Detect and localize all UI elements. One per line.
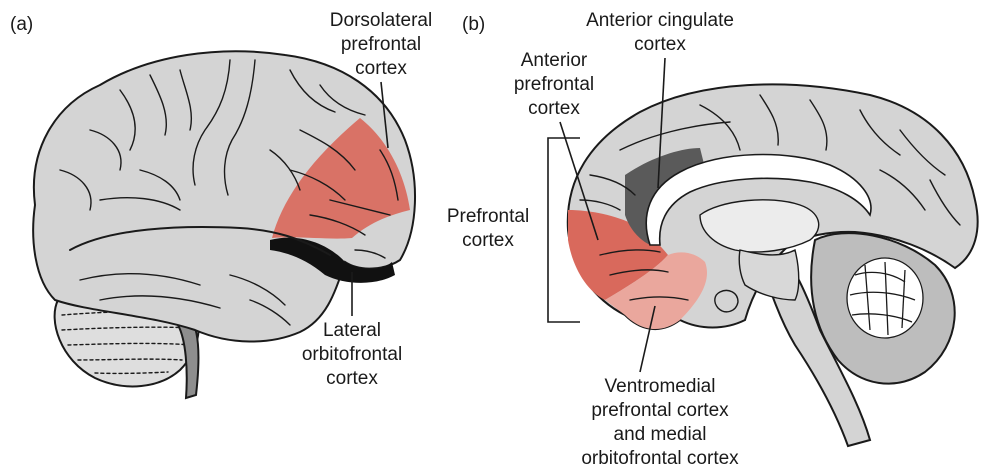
panel-b-tag: (b) — [462, 14, 485, 35]
svg-text:cortex: cortex — [634, 34, 686, 55]
arbor-vitae — [847, 258, 923, 338]
panel-b: (b) — [447, 10, 978, 469]
svg-text:prefrontal: prefrontal — [341, 34, 421, 55]
svg-text:Ventromedial: Ventromedial — [605, 376, 716, 397]
svg-text:orbitofrontal: orbitofrontal — [302, 344, 402, 365]
dlpfc-label: Dorsolateral prefrontal cortex — [330, 10, 432, 79]
svg-text:Anterior cingulate: Anterior cingulate — [586, 10, 734, 31]
apfc-label: Anterior prefrontal cortex — [514, 50, 594, 119]
svg-text:Anterior: Anterior — [521, 50, 588, 71]
lofc-label: Lateral orbitofrontal cortex — [302, 320, 402, 389]
svg-text:cortex: cortex — [462, 230, 514, 251]
svg-text:cortex: cortex — [326, 368, 378, 389]
panel-a-tag: (a) — [10, 14, 33, 35]
svg-text:Prefrontal: Prefrontal — [447, 206, 529, 227]
svg-text:Lateral: Lateral — [323, 320, 381, 341]
vmpfc-label: Ventromedial prefrontal cortex and media… — [581, 376, 739, 469]
svg-text:Dorsolateral: Dorsolateral — [330, 10, 432, 31]
pituitary — [715, 290, 738, 311]
acc-label: Anterior cingulate cortex — [586, 10, 734, 55]
svg-text:prefrontal cortex: prefrontal cortex — [591, 400, 729, 421]
svg-text:and medial: and medial — [614, 424, 707, 445]
svg-text:orbitofrontal cortex: orbitofrontal cortex — [581, 448, 739, 469]
pfc-label: Prefrontal cortex — [447, 206, 529, 251]
panel-a: (a) — [10, 10, 432, 398]
svg-text:cortex: cortex — [528, 98, 580, 119]
svg-text:cortex: cortex — [355, 58, 407, 79]
svg-text:prefrontal: prefrontal — [514, 74, 594, 95]
